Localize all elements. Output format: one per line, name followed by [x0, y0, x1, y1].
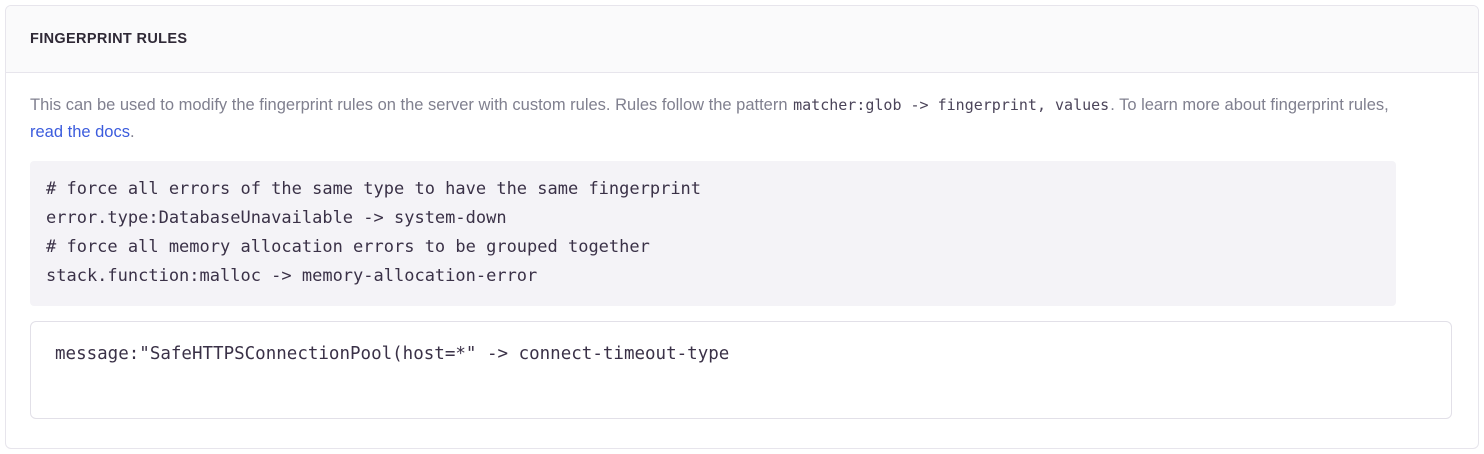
- fingerprint-rules-panel: FINGERPRINT RULES This can be used to mo…: [5, 5, 1479, 449]
- description-text: This can be used to modify the fingerpri…: [30, 92, 1400, 146]
- read-the-docs-link[interactable]: read the docs: [30, 123, 130, 141]
- example-rules-code-block: # force all errors of the same type to h…: [30, 161, 1396, 306]
- panel-header: FINGERPRINT RULES: [6, 6, 1478, 73]
- description-text-after: .: [129, 123, 135, 141]
- description-text-middle: . To learn more about fingerprint rules,: [1110, 96, 1389, 114]
- page-title: FINGERPRINT RULES: [30, 30, 188, 47]
- description-text-before: This can be used to modify the fingerpri…: [30, 96, 793, 114]
- panel-body: This can be used to modify the fingerpri…: [6, 73, 1478, 419]
- fingerprint-rules-input[interactable]: [30, 321, 1452, 419]
- inline-code-pattern: matcher:glob -> fingerprint, values: [793, 96, 1110, 114]
